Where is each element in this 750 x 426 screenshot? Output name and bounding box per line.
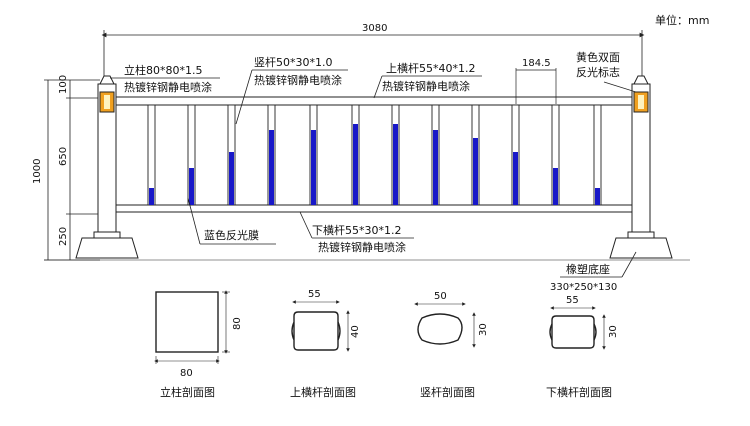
blue-reflective-film — [393, 124, 398, 205]
post-callout-material: 热镀锌钢静电喷涂 — [124, 80, 212, 94]
total-height-label: 1000 — [32, 159, 43, 184]
picket-callout: 竖杆50*30*1.0 热镀锌钢静电喷涂 — [235, 55, 348, 125]
mid-seg-label: 650 — [58, 147, 69, 166]
picket-spacing-label: 184.5 — [522, 58, 551, 69]
picket-section-width: 50 — [434, 291, 447, 302]
blue-reflective-film — [189, 168, 194, 205]
bottom-rail-callout-spec: 下横杆55*30*1.2 — [312, 223, 402, 237]
blue-reflective-film — [149, 188, 154, 205]
post-callout-spec: 立柱80*80*1.5 — [124, 63, 203, 77]
top-seg-label: 100 — [58, 75, 69, 94]
blue-reflective-film — [473, 138, 478, 205]
right-base — [609, 231, 673, 259]
left-base — [75, 231, 139, 259]
top-rail-section: 55 40 上横杆剖面图 — [290, 289, 361, 399]
top-rail-callout-spec: 上横杆55*40*1.2 — [386, 61, 476, 75]
overall-width-label: 3080 — [362, 23, 387, 34]
bottom-rail-callout: 下横杆55*30*1.2 热镀锌钢静电喷涂 — [299, 211, 414, 254]
blue-reflective-film — [353, 124, 358, 205]
blue-reflective-film — [595, 188, 600, 205]
reflector-callout-line2: 反光标志 — [576, 65, 620, 79]
top-rail-section-width: 55 — [308, 289, 321, 300]
top-rail-callout-material: 热镀锌钢静电喷涂 — [382, 79, 470, 93]
height-dimensions — [44, 79, 100, 261]
post-section: 80 80 立柱剖面图 — [154, 290, 243, 399]
blue-reflective-film — [433, 130, 438, 205]
reflector-callout-line1: 黄色双面 — [576, 50, 620, 64]
picket-section-title: 竖杆剖面图 — [420, 385, 475, 399]
post-section-width: 80 — [180, 368, 193, 379]
post-section-height: 80 — [232, 317, 243, 330]
bottom-rail — [115, 204, 633, 213]
bottom-seg-label: 250 — [58, 227, 69, 246]
reflector-callout: 黄色双面 反光标志 — [576, 50, 637, 93]
picket-spacing-dimension — [515, 68, 557, 104]
blue-reflective-film — [553, 168, 558, 205]
bottom-rail-section-title: 下横杆剖面图 — [546, 385, 612, 399]
overall-width-dimension — [101, 30, 645, 80]
blue-reflective-film — [229, 152, 234, 205]
picket-section-height: 30 — [478, 323, 489, 336]
pickets — [147, 104, 602, 206]
base-callout-name: 橡塑底座 — [566, 262, 610, 276]
bottom-rail-callout-material: 热镀锌钢静电喷涂 — [318, 240, 406, 254]
left-post — [97, 75, 117, 235]
picket-callout-material: 热镀锌钢静电喷涂 — [254, 73, 342, 87]
picket-callout-spec: 竖杆50*30*1.0 — [254, 55, 333, 69]
blue-reflective-film — [513, 152, 518, 205]
unit-label: 单位：mm — [655, 13, 709, 27]
top-rail-section-height: 40 — [350, 325, 361, 338]
right-post — [631, 75, 651, 235]
top-rail — [115, 96, 633, 106]
blue-film-callout: 蓝色反光膜 — [187, 197, 276, 245]
top-rail-section-title: 上横杆剖面图 — [290, 385, 356, 399]
picket-section: 50 30 竖杆剖面图 — [414, 291, 489, 399]
blue-reflective-film — [269, 130, 274, 205]
post-callout: 立柱80*80*1.5 热镀锌钢静电喷涂 — [110, 63, 220, 94]
bottom-rail-section-height: 30 — [608, 325, 619, 338]
bottom-rail-section-width: 55 — [566, 295, 579, 306]
blue-film-label: 蓝色反光膜 — [204, 228, 259, 242]
base-callout: 橡塑底座 330*250*130 — [550, 251, 637, 293]
bottom-rail-section: 55 30 下横杆剖面图 — [546, 295, 619, 399]
blue-reflective-film — [311, 130, 316, 205]
top-rail-callout: 上横杆55*40*1.2 热镀锌钢静电喷涂 — [373, 61, 482, 99]
post-section-title: 立柱剖面图 — [160, 385, 215, 399]
base-callout-size: 330*250*130 — [550, 282, 617, 293]
